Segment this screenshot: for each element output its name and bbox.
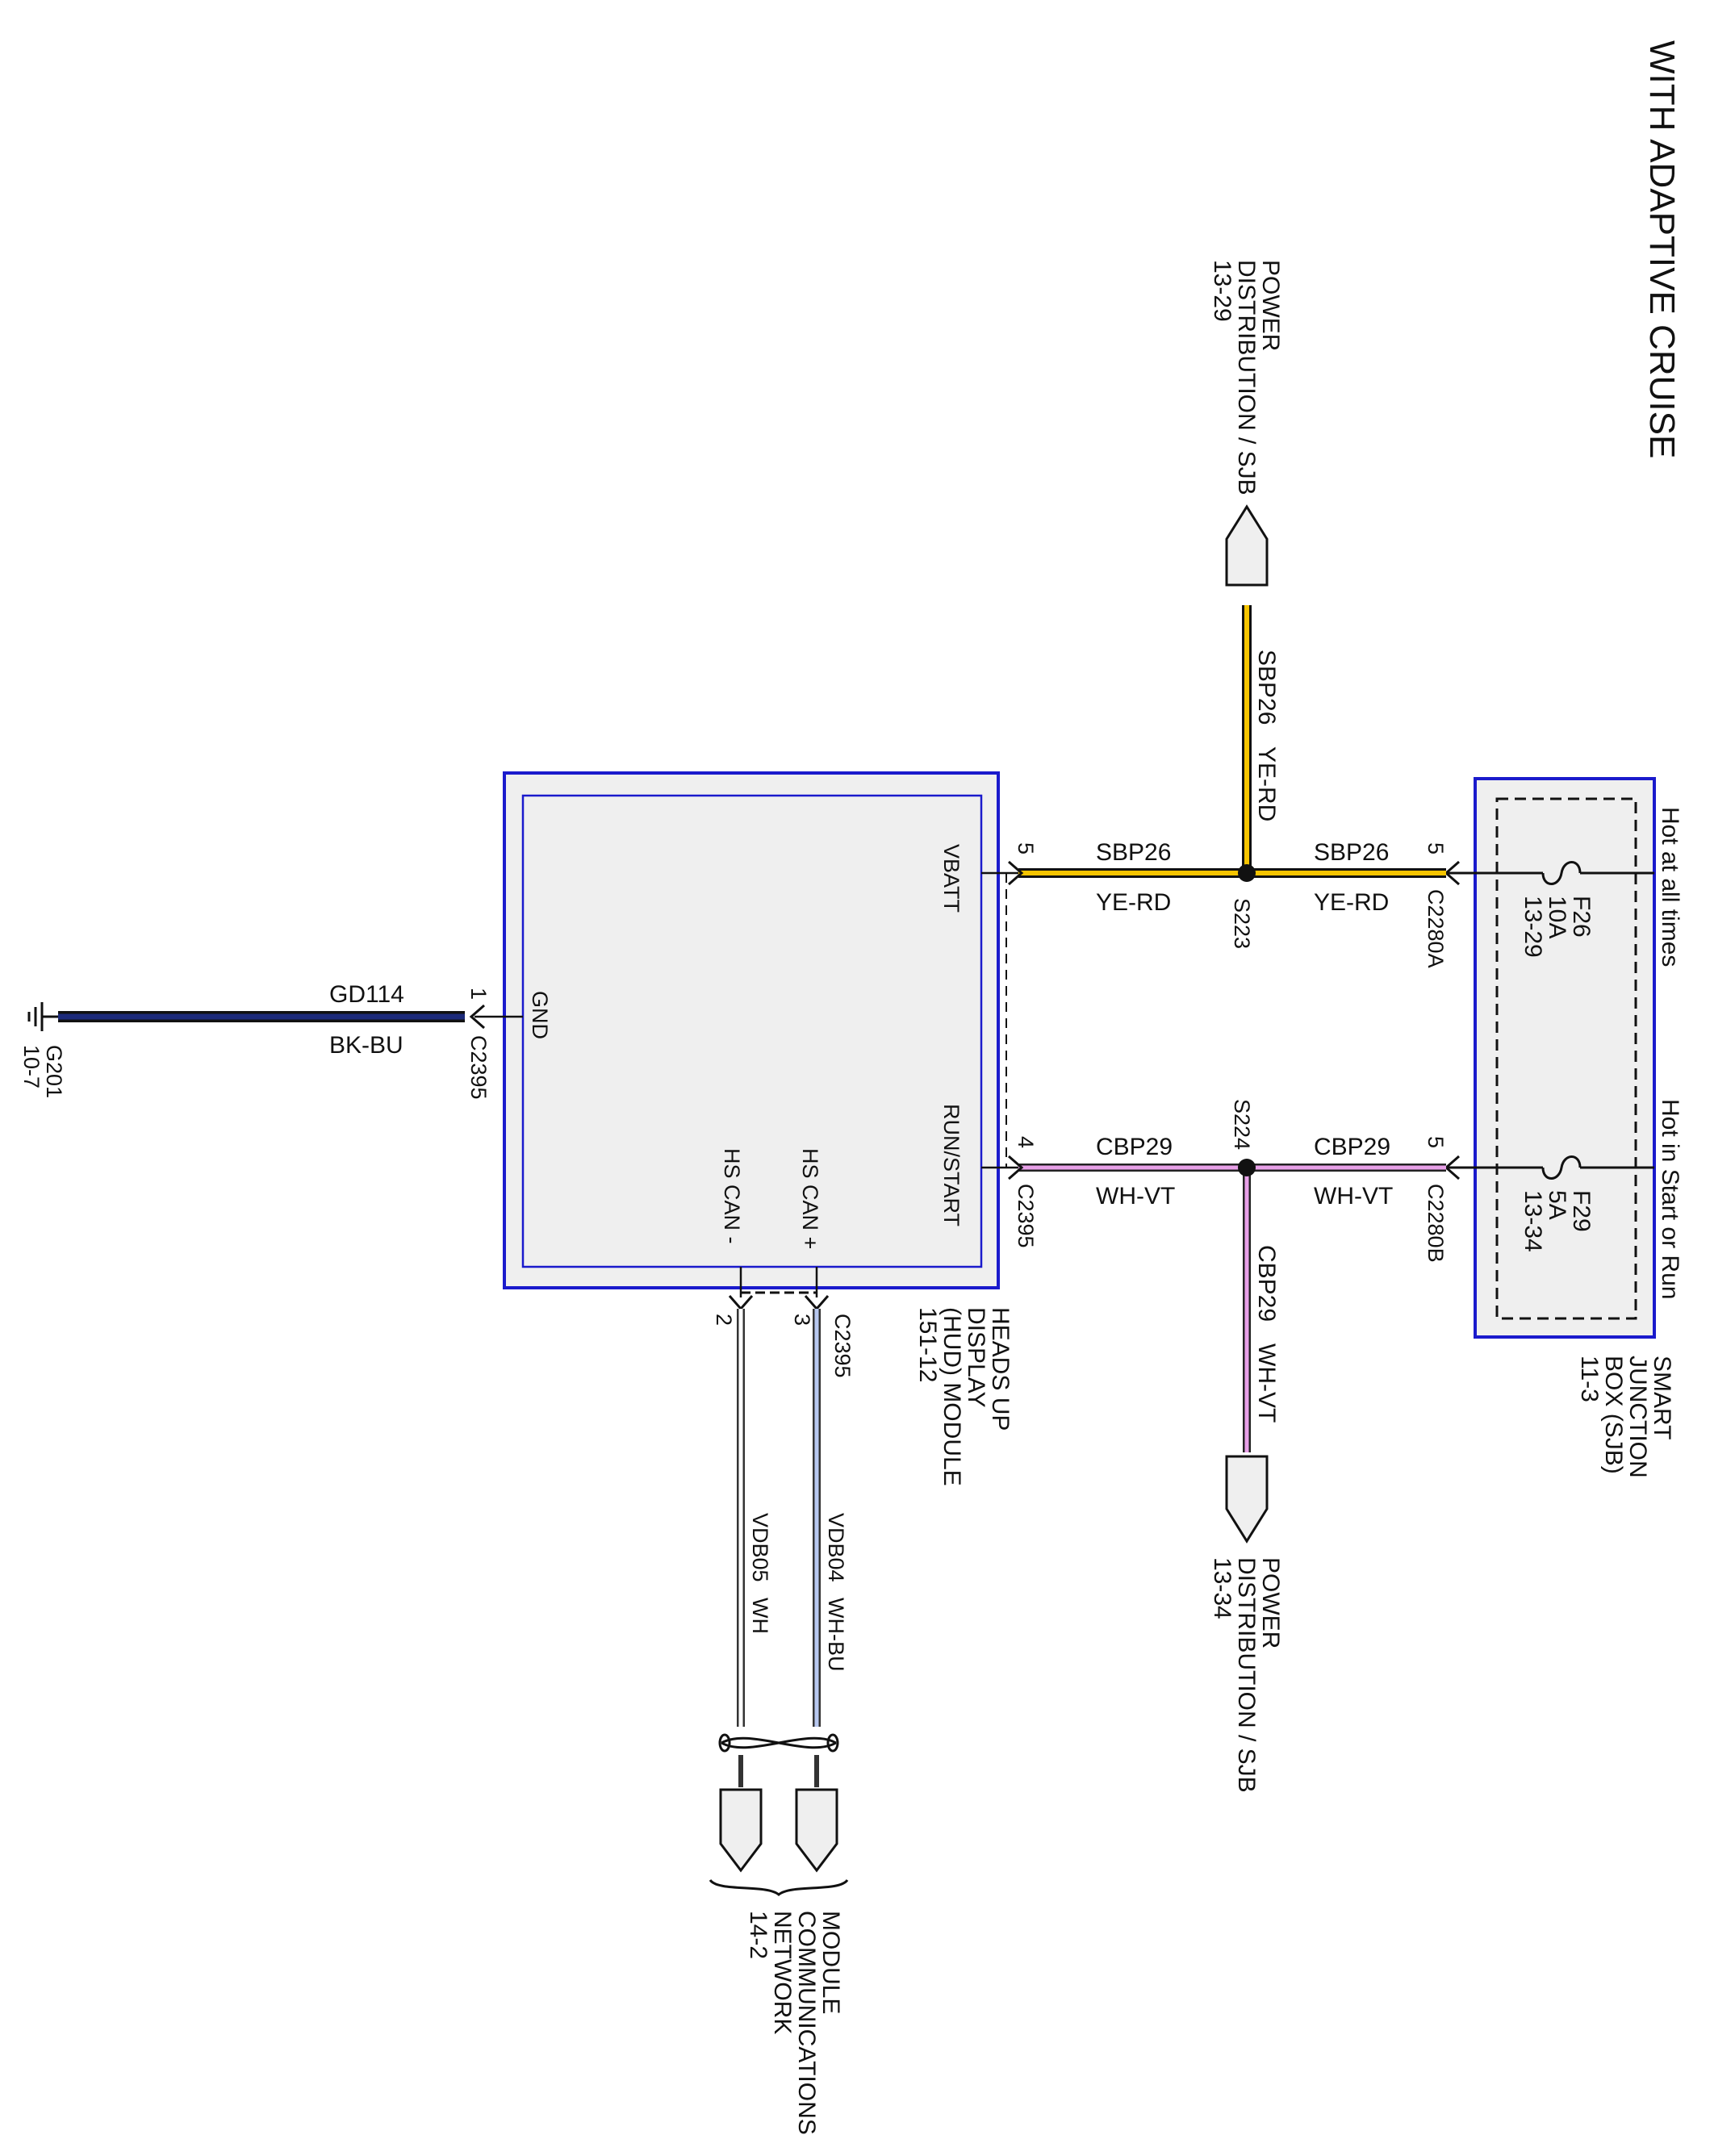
hud-pin-run-start: RUN/START	[939, 1104, 964, 1226]
hud-name-line-3: (HUD) MODULE	[939, 1307, 965, 1486]
mcn-line-2: COMMUNICATIONS	[793, 1911, 820, 2135]
fuse-f29-rating: 5A	[1544, 1190, 1570, 1220]
hud-name-line-4: 151-12	[914, 1307, 941, 1382]
mcn-line-4: 14-2	[745, 1911, 771, 1959]
connector-c2395-can-pin-minus: 2	[712, 1314, 736, 1326]
power-distribution-bottom-connector	[1225, 1455, 1269, 1544]
sjb-name-label: SMART JUNCTION BOX (SJB) 11-3	[1576, 1356, 1675, 1478]
diagram-title: WITH ADAPTIVE CRUISE	[1642, 40, 1682, 458]
wire-vdb05-color: WH	[748, 1598, 772, 1634]
hud-module-name-label: HEADS UP DISPLAY (HUD) MODULE 151-12	[914, 1307, 1014, 1486]
mcn-connector-vdb05	[719, 1788, 763, 1873]
pd-top-line-3: 13-29	[1209, 260, 1235, 322]
ground-g201-ref: 10-7	[19, 1045, 44, 1088]
fuse-f26-ref: 13-29	[1520, 896, 1546, 958]
fuse-f26-hot-label: Hot at all times	[1657, 807, 1683, 967]
splice-s224-dot	[1238, 1159, 1256, 1176]
connector-c2395-gnd-arrow	[469, 1004, 485, 1030]
mcn-line-1: MODULE	[817, 1911, 844, 2014]
connector-c2395-vbatt-pin: 5	[1014, 842, 1038, 854]
connector-c2395-run-pin: 4	[1014, 1136, 1038, 1148]
wire-sbp26-b-circuit: SBP26	[1096, 839, 1171, 866]
wire-vdb04-color: WH-BU	[824, 1598, 848, 1671]
power-distribution-bottom-label: POWER DISTRIBUTION / SJB 13-34	[1209, 1557, 1284, 1793]
fuse-f26	[1440, 861, 1654, 885]
sjb-inner-boundary	[1495, 797, 1637, 1320]
connector-c2280b-name: C2280B	[1424, 1184, 1448, 1263]
fuse-f29-hot-label: Hot in Start or Run	[1657, 1099, 1683, 1299]
sjb-outer-border	[1474, 777, 1656, 1339]
fuse-f29-ref: 13-34	[1520, 1190, 1546, 1252]
pd-top-line-1: POWER	[1257, 260, 1284, 351]
connector-c2280b-pin: 5	[1424, 1136, 1448, 1148]
wire-cbp29-c-color: WH-VT	[1253, 1343, 1280, 1423]
sjb-name-line-3: BOX (SJB)	[1600, 1356, 1627, 1474]
pd-bottom-line-2: DISTRIBUTION / SJB	[1233, 1557, 1260, 1793]
fuse-f26-rating: 10A	[1544, 896, 1570, 938]
power-distribution-top-label: POWER DISTRIBUTION / SJB 13-29	[1209, 260, 1284, 495]
wire-cbp29-b-color: WH-VT	[1096, 1183, 1175, 1210]
pd-bottom-line-3: 13-34	[1209, 1557, 1235, 1619]
ground-g201-symbol	[27, 1002, 58, 1031]
hud-name-line-1: HEADS UP	[987, 1307, 1014, 1431]
connector-c2280a-name: C2280A	[1424, 889, 1448, 968]
fuse-f26-symbol	[1541, 861, 1582, 885]
connector-c2395-can-pin-plus: 3	[790, 1314, 814, 1326]
sjb-name-line-2: JUNCTION	[1624, 1356, 1651, 1478]
hud-pin-vbatt: VBATT	[939, 844, 964, 913]
mcn-brace	[709, 1878, 849, 1896]
wire-gd114-color: BK-BU	[329, 1032, 403, 1059]
mcn-connector-vdb04	[795, 1788, 838, 1873]
hud-module	[503, 771, 1000, 1289]
wire-sbp26-a-color: YE-RD	[1314, 889, 1389, 916]
mcn-line-3: NETWORK	[769, 1911, 796, 2034]
fuse-f29-symbol	[1541, 1155, 1582, 1180]
wire-sbp26-b-color: YE-RD	[1096, 889, 1171, 916]
power-distribution-top-connector	[1225, 504, 1269, 587]
wire-cbp29-c-circuit: CBP29	[1253, 1245, 1280, 1322]
wire-cbp29-b-circuit: CBP29	[1096, 1134, 1173, 1160]
fuse-f26-name: F26	[1568, 896, 1595, 938]
connector-c2395-can-name: C2395	[830, 1314, 855, 1378]
hud-pin-gnd: GND	[528, 991, 552, 1039]
fuse-f26-label: F26 10A 13-29	[1520, 896, 1595, 958]
hud-module-inner-border	[521, 794, 983, 1268]
splice-s224-label: S224	[1230, 1099, 1254, 1150]
module-communications-network-label: MODULE COMMUNICATIONS NETWORK 14-2	[745, 1911, 844, 2135]
splice-s223-dot	[1238, 864, 1256, 882]
wire-vdb04-circuit: VDB04	[824, 1513, 848, 1582]
wire-cbp29-a-color: WH-VT	[1314, 1183, 1393, 1210]
splice-s223-label: S223	[1230, 898, 1254, 949]
connector-c2395-can-plus-arrow	[804, 1295, 830, 1311]
sjb-name-line-1: SMART	[1649, 1356, 1675, 1439]
fuse-f29-name: F29	[1568, 1190, 1595, 1232]
connector-c2395-can-minus-arrow	[728, 1295, 754, 1311]
ground-g201-name: G201	[42, 1045, 66, 1098]
fuse-f29-label: F29 5A 13-34	[1520, 1190, 1595, 1252]
wire-sbp26-c-circuit: SBP26	[1253, 650, 1280, 725]
twisted-pair-symbol	[718, 1733, 839, 1753]
hud-pin-hs-can-minus: HS CAN -	[720, 1148, 744, 1244]
connector-c2280a-pin: 5	[1424, 842, 1448, 854]
pd-bottom-line-1: POWER	[1257, 1557, 1284, 1648]
hud-name-line-2: DISPLAY	[963, 1307, 989, 1408]
hud-pin-hs-can-plus: HS CAN +	[798, 1148, 822, 1249]
connector-c2395-run-name: C2395	[1014, 1184, 1038, 1248]
fuse-f29	[1440, 1155, 1654, 1180]
wire-vdb05-circuit: VDB05	[748, 1513, 772, 1582]
wire-gd114-circuit: GD114	[329, 981, 404, 1008]
hud-module-outer-border	[503, 771, 1000, 1289]
connector-c2395-gnd-pin: 1	[466, 988, 491, 1000]
pd-top-line-2: DISTRIBUTION / SJB	[1233, 260, 1260, 495]
sjb-name-line-4: 11-3	[1576, 1356, 1603, 1402]
connector-c2395-vbatt-arrow	[1008, 860, 1024, 886]
wire-cbp29-a-circuit: CBP29	[1314, 1134, 1390, 1160]
smart-junction-box	[1474, 777, 1656, 1339]
connector-c2395-run-arrow	[1008, 1155, 1024, 1180]
wire-sbp26-c-color: YE-RD	[1253, 746, 1280, 821]
wire-sbp26-a-circuit: SBP26	[1314, 839, 1389, 866]
connector-c2395-gnd-name: C2395	[466, 1035, 491, 1100]
